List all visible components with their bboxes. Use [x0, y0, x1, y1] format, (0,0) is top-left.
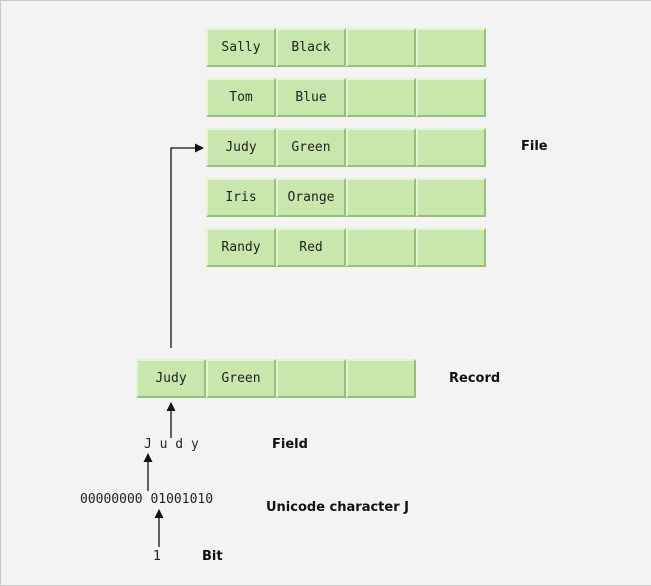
field-cell: Sally — [206, 28, 276, 67]
file-record-5: Randy Red — [206, 228, 486, 267]
bit-value: 1 — [153, 549, 161, 564]
field-cell: Judy — [136, 359, 206, 398]
field-cell: Randy — [206, 228, 276, 267]
field-cell — [416, 78, 486, 117]
file-record-3: Judy Green — [206, 128, 486, 167]
field-cell — [416, 228, 486, 267]
file-record-1: Sally Black — [206, 28, 486, 67]
field-cell: Judy — [206, 128, 276, 167]
record-row: Judy Green — [136, 359, 416, 398]
field-cell: Red — [276, 228, 346, 267]
field-cell: Tom — [206, 78, 276, 117]
file-record-2: Tom Blue — [206, 78, 486, 117]
field-cell: Orange — [276, 178, 346, 217]
field-cell — [346, 128, 416, 167]
field-cell — [346, 78, 416, 117]
field-cell: Green — [206, 359, 276, 398]
field-cell: Iris — [206, 178, 276, 217]
field-cell: Blue — [276, 78, 346, 117]
field-cell — [416, 28, 486, 67]
field-cell — [276, 359, 346, 398]
field-cell — [346, 359, 416, 398]
field-cell — [346, 178, 416, 217]
file-label: File — [521, 139, 548, 154]
file-record-4: Iris Orange — [206, 178, 486, 217]
field-text: J u d y — [144, 437, 199, 452]
field-cell — [346, 28, 416, 67]
field-cell: Green — [276, 128, 346, 167]
field-cell — [416, 178, 486, 217]
character-bits: 00000000 01001010 — [80, 492, 214, 507]
character-label: Unicode character J — [266, 500, 409, 515]
field-label: Field — [272, 437, 308, 452]
record-label: Record — [449, 371, 501, 386]
field-cell: Black — [276, 28, 346, 67]
field-cell — [346, 228, 416, 267]
bit-label: Bit — [202, 549, 223, 564]
record-to-file-arrow — [170, 143, 204, 348]
field-cell — [416, 128, 486, 167]
